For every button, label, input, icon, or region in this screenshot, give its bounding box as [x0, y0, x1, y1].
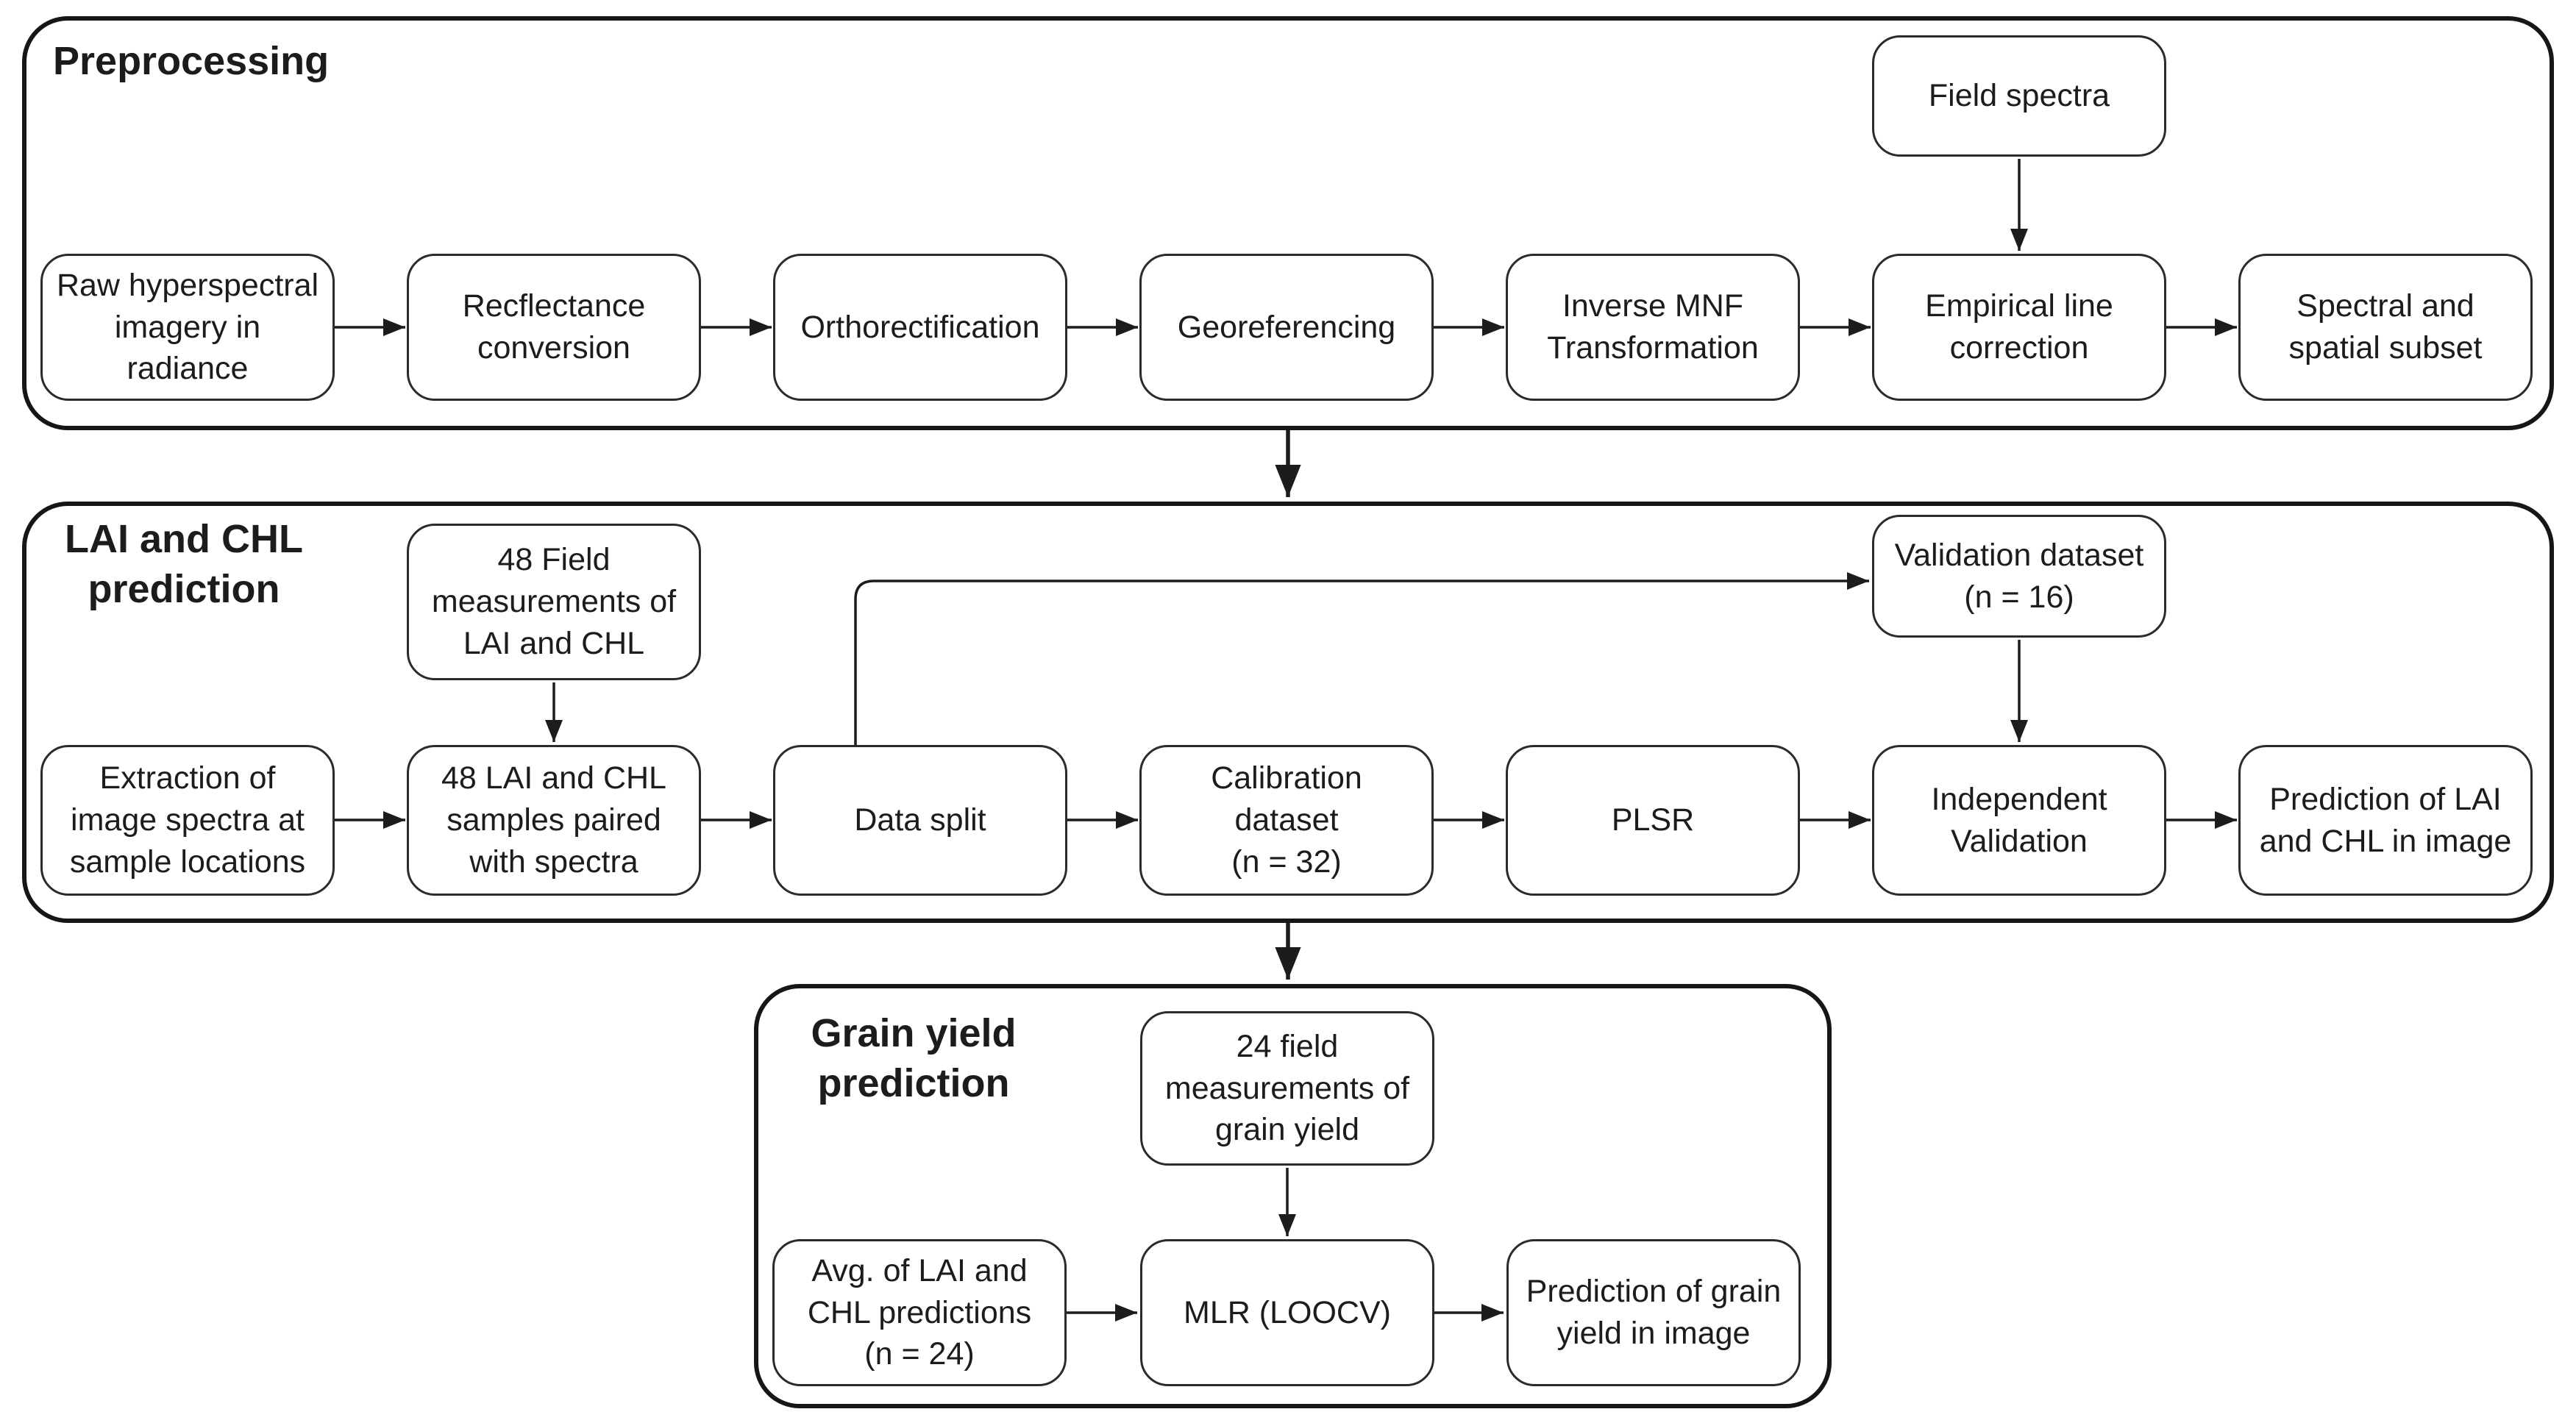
box-georeferencing: Georeferencing: [1139, 254, 1434, 401]
lai-chl-prediction-section-container: [22, 502, 2554, 923]
box-48-field-measurements: 48 Field measurements of LAI and CHL: [407, 524, 701, 680]
box-independent-validation: Independent Validation: [1872, 745, 2166, 896]
box-label: Inverse MNF Transformation: [1547, 288, 1759, 365]
box-label: MLR (LOOCV): [1184, 1294, 1391, 1330]
preprocessing-section-container: [22, 16, 2554, 430]
box-calibration-dataset: Calibration dataset (n = 32): [1139, 745, 1434, 896]
box-prediction-grain-yield: Prediction of grain yield in image: [1506, 1239, 1801, 1386]
grain-yield-prediction-section-title: Grain yield prediction: [811, 1011, 1017, 1105]
box-label: Prediction of grain yield in image: [1526, 1274, 1782, 1351]
preprocessing-section-title: Preprocessing: [53, 39, 330, 83]
box-mlr-loocv: MLR (LOOCV): [1140, 1239, 1434, 1386]
box-field-spectra: Field spectra: [1872, 35, 2166, 157]
box-label: Independent Validation: [1931, 781, 2107, 859]
box-label: Field spectra: [1928, 78, 2110, 114]
lai-chl-prediction-section-title: LAI and CHL prediction: [65, 517, 303, 611]
box-label: 48 Field measurements of LAI and CHL: [431, 542, 677, 661]
box-24-field-measurements: 24 field measurements of grain yield: [1140, 1011, 1434, 1166]
box-prediction-lai-chl: Prediction of LAI and CHL in image: [2238, 745, 2533, 896]
box-label: Empirical line correction: [1925, 288, 2113, 365]
box-48-lai-chl-samples: 48 LAI and CHL samples paired with spect…: [407, 745, 701, 896]
box-label: Calibration dataset (n = 32): [1211, 760, 1362, 880]
box-avg-lai-chl-predictions: Avg. of LAI and CHL predictions (n = 24): [772, 1239, 1067, 1386]
box-label: Spectral and spatial subset: [2288, 288, 2483, 365]
box-validation-dataset: Validation dataset (n = 16): [1872, 515, 2166, 638]
box-spectral-spatial-subset: Spectral and spatial subset: [2238, 254, 2533, 401]
box-label: Extraction of image spectra at sample lo…: [69, 760, 306, 880]
box-label: Raw hyperspectral imagery in radiance: [56, 267, 319, 387]
grain-yield-prediction-section-container: [754, 984, 1832, 1408]
box-raw-hyperspectral-imagery: Raw hyperspectral imagery in radiance: [40, 254, 335, 401]
box-label: Prediction of LAI and CHL in image: [2259, 781, 2512, 859]
box-label: Data split: [854, 802, 986, 838]
box-extraction-image-spectra: Extraction of image spectra at sample lo…: [40, 745, 335, 896]
box-plsr: PLSR: [1506, 745, 1800, 896]
box-label: Avg. of LAI and CHL predictions (n = 24): [807, 1252, 1032, 1372]
box-orthorectification: Orthorectification: [773, 254, 1067, 401]
box-reflectance-conversion: Recflectance conversion: [407, 254, 701, 401]
box-label: Georeferencing: [1177, 309, 1396, 345]
box-label: Recflectance conversion: [462, 288, 646, 365]
box-inverse-mnf-transformation: Inverse MNF Transformation: [1506, 254, 1800, 401]
box-empirical-line-correction: Empirical line correction: [1872, 254, 2166, 401]
arrow-datasplit-to-validation-dataset: [854, 572, 1869, 745]
box-label: 24 field measurements of grain yield: [1164, 1028, 1410, 1148]
box-label: PLSR: [1611, 802, 1695, 838]
box-label: 48 LAI and CHL samples paired with spect…: [441, 760, 666, 880]
box-label: Validation dataset (n = 16): [1894, 537, 2144, 615]
box-data-split: Data split: [773, 745, 1067, 896]
box-label: Orthorectification: [800, 309, 1040, 345]
